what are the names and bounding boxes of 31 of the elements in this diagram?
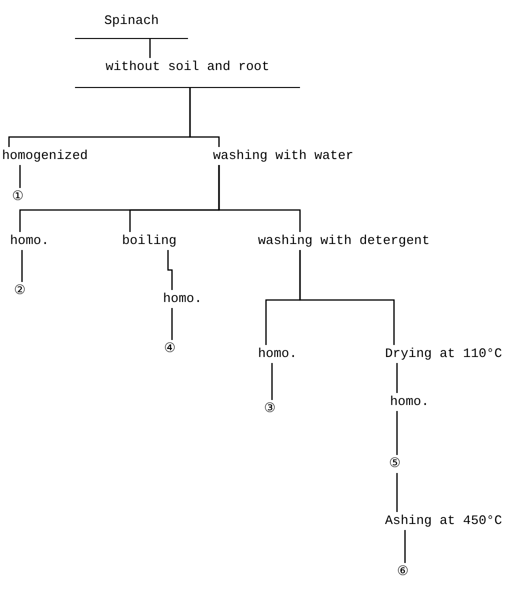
step-label: ⑥	[397, 563, 409, 581]
underlined-step-label: Spinach	[75, 12, 188, 39]
step-label: ①	[12, 188, 24, 206]
connector-line	[218, 165, 301, 232]
step-label: homo.	[10, 232, 50, 250]
step-label: homogenized	[2, 147, 88, 165]
step-label: Drying at 110°C	[385, 345, 502, 363]
connector-line	[396, 473, 398, 512]
step-label: homo.	[163, 290, 202, 308]
connector-line	[299, 250, 395, 345]
connector-line	[167, 250, 173, 290]
connector-line	[396, 363, 398, 393]
connector-line	[19, 165, 21, 188]
connector-line	[149, 39, 151, 58]
step-label: ⑤	[389, 455, 401, 473]
connector-line	[21, 250, 23, 282]
connector-line	[189, 88, 220, 147]
connector-line	[396, 411, 398, 455]
step-label: homo.	[258, 345, 298, 363]
underlined-step-label: without soil and root	[75, 58, 300, 88]
step-label: Ashing at 450°C	[385, 512, 502, 530]
step-label: ④	[164, 340, 176, 358]
connector-line	[171, 308, 173, 340]
step-label: homo.	[390, 393, 430, 411]
step-label: ②	[14, 282, 26, 300]
connector-line	[404, 530, 406, 563]
step-label: washing with detergent	[258, 232, 430, 250]
step-label: ③	[264, 400, 276, 418]
connector-line	[271, 363, 273, 400]
step-label: washing with water	[213, 147, 354, 165]
step-label: boiling	[122, 232, 177, 250]
